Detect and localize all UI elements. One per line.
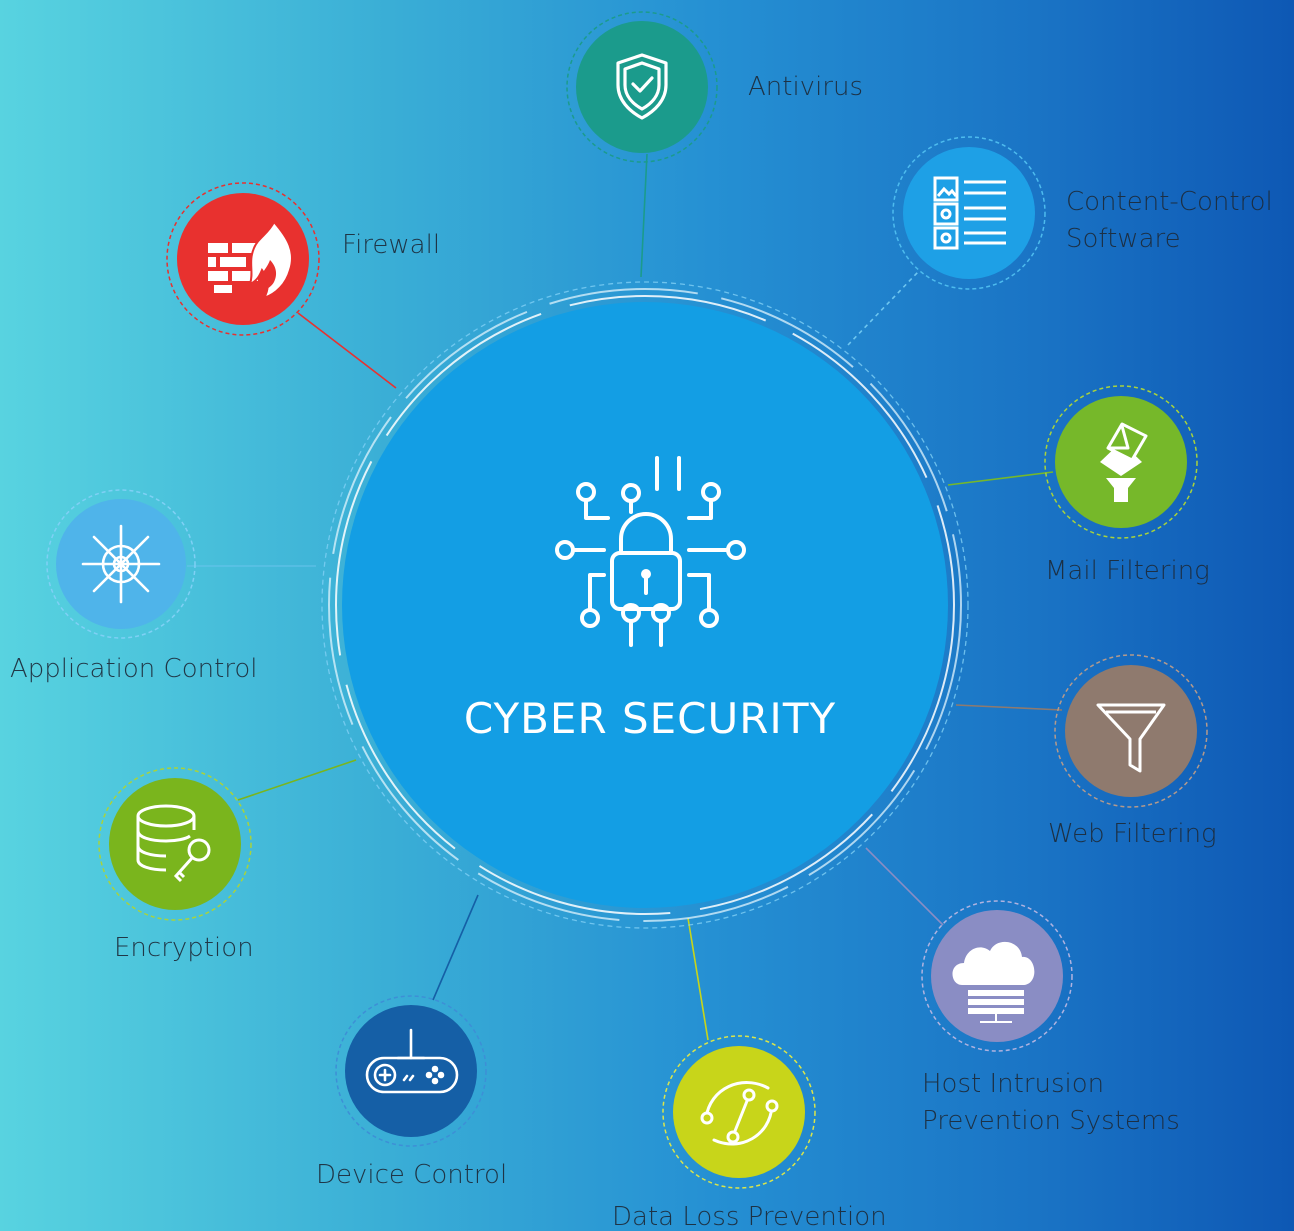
label-mail-filtering: Mail Filtering [1045,553,1210,590]
node-data-loss-prevention-circle [673,1046,805,1178]
connector-content-control [847,271,919,346]
label-application-control: Application Control [10,651,258,688]
node-mail-filtering[interactable] [1044,385,1198,539]
node-encryption-ring [98,767,252,921]
connector-mail-filtering [947,471,1054,486]
node-device-control[interactable] [335,995,487,1147]
connector-antivirus [640,153,648,278]
connector-data-loss-prevention [687,917,709,1041]
firewall-flame-icon [208,220,293,300]
label-encryption: Encryption [114,930,254,967]
central-hub [321,281,969,929]
funnel-icon [1096,703,1166,773]
label-content-control-line2: Software [1066,224,1181,254]
connector-web-filtering [955,704,1063,711]
label-data-loss-prevention: Data Loss Prevention [612,1199,887,1231]
circuit-lock-icon [555,456,746,647]
ship-wheel-icon [81,524,161,604]
node-application-control-ring [46,489,196,639]
node-data-loss-prevention[interactable] [662,1035,816,1189]
node-antivirus[interactable] [566,11,718,163]
label-device-control-line1: Device Control [316,1160,508,1190]
label-content-control-line1: Content-Control [1066,187,1273,217]
node-content-control-ring [892,136,1046,290]
label-device-control: Device Control [316,1157,507,1194]
label-web-filtering-line1: Web Filtering [1048,819,1217,849]
node-device-control-ring [335,995,487,1147]
node-web-filtering[interactable] [1054,654,1208,808]
node-content-control-circle [903,147,1035,279]
node-firewall[interactable] [166,182,320,336]
node-firewall-ring [166,182,320,336]
node-data-loss-prevention-ring [662,1035,816,1189]
label-host-intrusion: Host Intrusion Prevention Systems [922,1066,1180,1140]
hub-inner-ring [335,295,955,915]
label-web-filtering: Web Filtering [1048,816,1217,853]
label-antivirus: Antivirus [748,69,863,106]
label-antivirus-line1: Antivirus [748,72,864,102]
node-encryption-circle [109,778,241,910]
node-web-filtering-circle [1065,665,1197,797]
node-host-intrusion[interactable] [921,900,1073,1052]
node-mail-filtering-ring [1044,385,1198,539]
connector-device-control [432,894,479,1001]
hub-outer-arc-ring [328,288,962,922]
curve-nodes-icon [700,1081,779,1146]
shield-check-icon [616,53,668,120]
cloud-server-icon [952,941,1035,1023]
hub-title: CYBER SECURITY [463,694,837,743]
node-encryption[interactable] [98,767,252,921]
hub-outer-dashed-ring [321,281,969,929]
node-device-control-circle [345,1005,477,1137]
node-web-filtering-ring [1054,654,1208,808]
label-host-intrusion-line1: Host Intrusion [922,1069,1105,1099]
label-firewall: Firewall [342,227,440,264]
label-mail-filtering-line1: Mail Filtering [1045,556,1210,586]
node-content-control[interactable] [892,136,1046,290]
label-encryption-line1: Encryption [114,933,254,963]
label-data-loss-prevention-line1: Data Loss Prevention [612,1202,887,1231]
connector-firewall [297,312,397,389]
mail-funnel-icon [1100,422,1148,502]
label-content-control: Content-Control Software [1066,184,1273,258]
node-host-intrusion-ring [921,900,1073,1052]
label-application-control-line1: Application Control [10,654,258,684]
label-firewall-line1: Firewall [342,230,441,260]
label-host-intrusion-line2: Prevention Systems [922,1106,1180,1136]
node-application-control[interactable] [46,489,196,639]
node-antivirus-ring [566,11,718,163]
database-key-icon [136,804,211,883]
connector-lines [187,153,1063,1041]
hub-circle [342,302,948,908]
gamepad-icon [365,1028,459,1094]
connector-encryption [237,759,357,801]
connector-host-intrusion [865,847,944,926]
content-list-icon [933,176,1006,250]
